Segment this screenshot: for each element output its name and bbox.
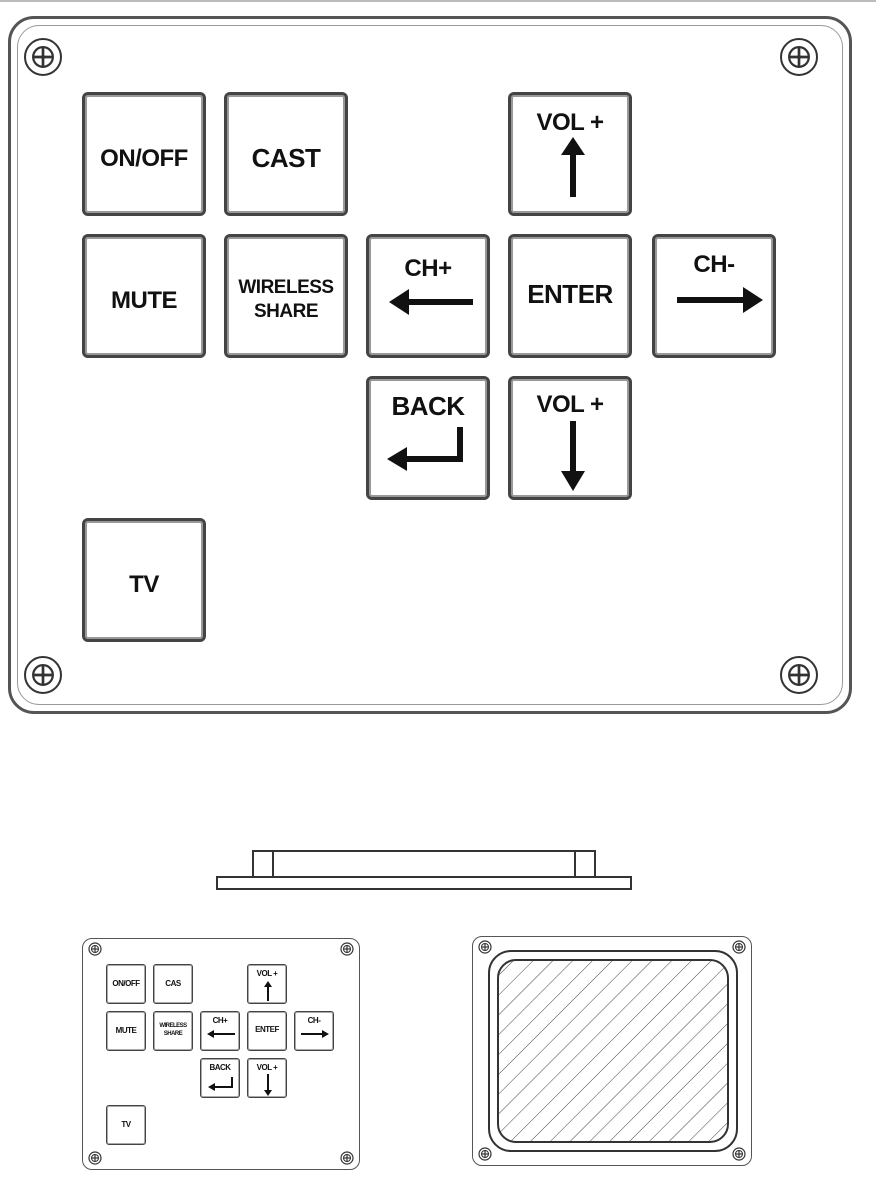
thumbnail-arrow-down-icon	[264, 1074, 272, 1096]
thumbnail-arrow-right-icon	[301, 1030, 329, 1038]
thumbnail-wireless-share-key: WIRELESS SHARE	[153, 1011, 193, 1051]
thumbnail-channel-down-key: CH-	[294, 1011, 334, 1051]
volume-down-button[interactable]: VOL +	[508, 376, 632, 500]
thumbnail-screw-icon	[340, 942, 354, 956]
thumbnail-on-off-key: ON/OFF	[106, 964, 146, 1004]
side-view-left-tab	[252, 850, 274, 878]
thumbnail-volume-up-key: VOL +	[247, 964, 287, 1004]
volume-up-label: VOL +	[536, 109, 604, 136]
volume-up-button[interactable]: VOL +	[508, 92, 632, 216]
thumbnail-on-off-label: ON/OFF	[112, 979, 140, 988]
thumbnail-return-arrow-icon	[208, 1077, 233, 1091]
return-arrow-icon	[387, 427, 463, 471]
screw-bottom-right-icon	[780, 656, 818, 694]
back-button[interactable]: BACK	[366, 376, 490, 500]
thumbnail-tv-key: TV	[106, 1105, 146, 1145]
thumbnail-arrow-left-icon	[207, 1030, 235, 1038]
thumbnail-cast-key: CAS	[153, 964, 193, 1004]
thumbnail-volume-up-label: VOL +	[256, 969, 278, 978]
thumbnail-wireless-label-line2: SHARE	[163, 1031, 183, 1037]
thumbnail-arrow-up-icon	[264, 981, 272, 1001]
on-off-label: ON/OFF	[100, 145, 188, 172]
thumbnail-mute-key: MUTE	[106, 1011, 146, 1051]
wireless-share-label-line2: SHARE	[253, 301, 319, 322]
channel-down-label: CH-	[693, 251, 735, 278]
thumbnail-wireless-label-line1: WIRELESS	[159, 1023, 187, 1029]
thumbnail-channel-up-key: CH+	[200, 1011, 240, 1051]
thumbnail-channel-up-label: CH+	[212, 1016, 228, 1025]
cast-label: CAST	[251, 143, 321, 173]
side-view-body	[252, 850, 596, 878]
thumbnail-back-key: BACK	[200, 1058, 240, 1098]
rear-hatched-recess	[488, 950, 738, 1152]
rear-screw-icon	[478, 940, 492, 954]
tv-button[interactable]: TV	[82, 518, 206, 642]
arrow-up-icon	[561, 137, 585, 197]
screw-bottom-left-icon	[24, 656, 62, 694]
mute-label: MUTE	[111, 287, 178, 314]
side-view-base-plate	[216, 876, 632, 890]
rear-screw-icon	[732, 940, 746, 954]
enter-label: ENTER	[527, 279, 613, 309]
rear-screw-icon	[478, 1147, 492, 1161]
top-border-line	[0, 0, 876, 2]
thumbnail-screw-icon	[88, 1151, 102, 1165]
wireless-share-label-line1: WIRELESS	[238, 277, 334, 298]
wireless-share-button[interactable]: WIRELESS SHARE	[224, 234, 348, 358]
thumbnail-screw-icon	[340, 1151, 354, 1165]
tv-label: TV	[129, 571, 159, 598]
thumbnail-mute-label: MUTE	[115, 1026, 137, 1035]
back-label: BACK	[391, 391, 465, 421]
volume-down-label: VOL +	[536, 391, 604, 418]
thumbnail-volume-down-key: VOL +	[247, 1058, 287, 1098]
screw-top-right-icon	[780, 38, 818, 76]
cast-button[interactable]: CAST	[224, 92, 348, 216]
channel-up-button[interactable]: CH+	[366, 234, 490, 358]
thumbnail-back-label: BACK	[209, 1063, 231, 1072]
thumbnail-enter-label: ENTEF	[255, 1025, 279, 1034]
channel-up-label: CH+	[404, 255, 452, 282]
panel-inner-edge	[17, 25, 843, 705]
thumbnail-enter-key: ENTEF	[247, 1011, 287, 1051]
enter-button[interactable]: ENTER	[508, 234, 632, 358]
arrow-left-icon	[389, 289, 473, 315]
rear-screw-icon	[732, 1147, 746, 1161]
screw-top-left-icon	[24, 38, 62, 76]
on-off-button[interactable]: ON/OFF	[82, 92, 206, 216]
thumbnail-cast-label: CAS	[165, 979, 181, 988]
mute-button[interactable]: MUTE	[82, 234, 206, 358]
thumbnail-volume-down-label: VOL +	[256, 1063, 278, 1072]
arrow-right-icon	[677, 287, 763, 313]
thumbnail-tv-label: TV	[121, 1120, 131, 1129]
arrow-down-icon	[561, 421, 585, 491]
side-view-right-tab	[574, 850, 596, 878]
channel-down-button[interactable]: CH-	[652, 234, 776, 358]
thumbnail-screw-icon	[88, 942, 102, 956]
thumbnail-channel-down-label: CH-	[307, 1016, 321, 1025]
